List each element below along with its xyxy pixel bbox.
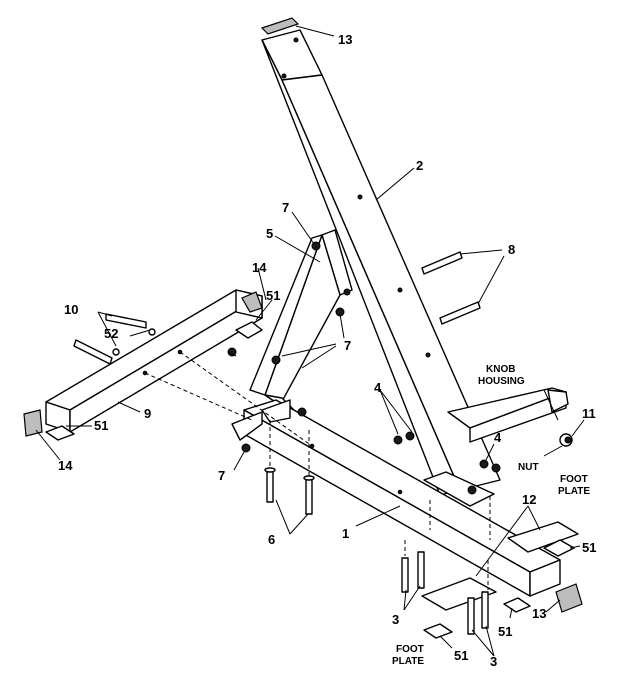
bolt-group-3 [401,551,489,635]
callout-7-brace-top: 7 [282,200,289,215]
callout-5: 5 [266,226,273,241]
callout-51-rear-left: 51 [94,418,108,433]
upright-mount-plate [423,471,495,507]
callout-8: 8 [508,242,515,257]
label-nut: NUT [518,462,539,473]
front-left-bracket [231,411,263,441]
rear-end-cap-right [241,291,263,313]
callout-52: 52 [104,326,118,341]
label-knob: KNOB [486,364,515,375]
bolt-pair-8 [421,251,481,325]
label-foot-plate-bottom-2: PLATE [392,656,424,667]
callout-7-center: 7 [344,338,351,353]
end-cap-right [555,583,583,613]
callout-10: 10 [64,302,78,317]
leader-lines [35,25,585,657]
callout-13-top: 13 [338,32,352,47]
assembly-lines [144,351,491,590]
callout-7-left: 7 [218,468,225,483]
callout-3-left: 3 [392,612,399,627]
knob-housing-tube [447,387,569,443]
callout-4-center: 4 [374,380,382,395]
label-foot-plate-bottom-1: FOOT [396,644,424,655]
foot-plate-top [507,521,579,553]
callout-51-rear-top: 51 [266,288,280,303]
callout-2: 2 [416,158,423,173]
callout-14-rear: 14 [252,260,267,275]
callout-13-bottom: 13 [532,606,546,621]
pad-rear-top [235,321,263,339]
pad-front-right [543,539,575,557]
label-foot-plate-top-2: PLATE [558,486,590,497]
callout-51-bottom-left: 51 [454,648,468,663]
front-rear-bracket [261,399,291,423]
callout-11: 11 [582,406,596,421]
callout-51-bottom-center: 51 [498,624,512,639]
label-housing: HOUSING [478,376,525,387]
callout-14-front: 14 [58,458,73,473]
callout-51-front-right: 51 [582,540,596,555]
foot-plate-bottom [421,577,497,611]
rear-end-cap-left [23,409,43,437]
callout-1: 1 [342,526,349,541]
callout-4-right: 4 [494,430,502,445]
fasteners [112,241,572,473]
top-end-cap [260,17,300,35]
callout-12: 12 [522,492,536,507]
angled-brace [249,229,353,411]
callout-6: 6 [268,532,275,547]
callout-3-right: 3 [490,654,497,669]
bolt-pair-6 [264,467,315,515]
bolt-pair-10 [73,313,147,365]
pad-bottom-center [503,597,531,613]
pad-rear-left [45,425,75,441]
pad-bottom-left [423,623,453,639]
callout-9: 9 [144,406,151,421]
label-foot-plate-top-1: FOOT [560,474,588,485]
upright-tube [261,29,501,496]
